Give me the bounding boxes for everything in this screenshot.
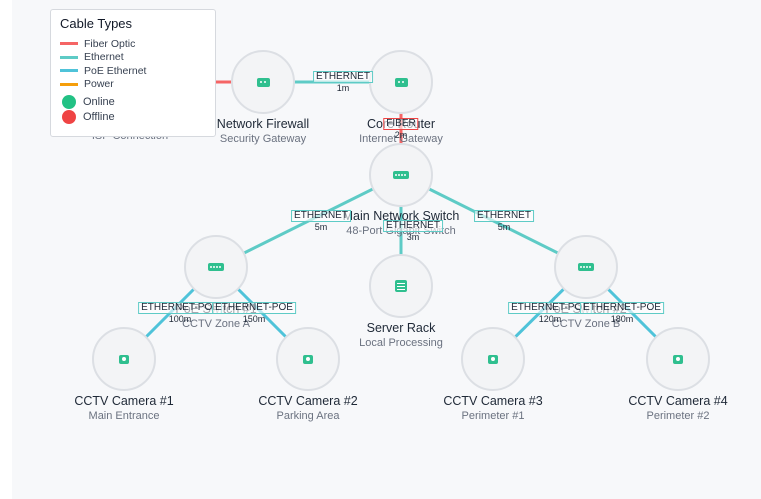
- poe-switch-icon: [208, 263, 224, 271]
- cable-type-label: ETHERNET: [474, 210, 534, 222]
- node-cam2[interactable]: [276, 327, 340, 391]
- camera-icon: [488, 354, 498, 364]
- node-title: CCTV Camera #1: [74, 394, 174, 408]
- legend-status-label: Offline: [83, 110, 115, 123]
- status-dot-icon: [62, 95, 76, 110]
- node-subtitle: CCTV Zone B: [551, 318, 621, 330]
- cable-type-label: ETHERNET-POE: [212, 302, 296, 314]
- cable-type-label: ETHERNET-POE: [508, 302, 592, 314]
- cable-type-label: ETHERNET-POE: [138, 302, 222, 314]
- node-title: CCTV Camera #2: [258, 394, 358, 408]
- cable-swatch: [60, 42, 78, 46]
- legend-cable-label: Power: [84, 78, 114, 91]
- firewall-icon: [256, 77, 270, 87]
- node-subtitle: Internet Gateway: [359, 133, 443, 145]
- node-subtitle: CCTV Zone A: [182, 318, 250, 330]
- node-label-cam2: CCTV Camera #2 Parking Area: [258, 394, 357, 423]
- camera-icon: [303, 354, 313, 364]
- node-server[interactable]: [369, 254, 433, 318]
- node-title: CCTV Camera #3: [443, 394, 543, 408]
- node-subtitle: Parking Area: [276, 410, 340, 422]
- node-subtitle: Perimeter #1: [461, 410, 525, 422]
- node-mainsw[interactable]: [369, 143, 433, 207]
- node-subtitle: Local Processing: [359, 337, 443, 349]
- cable-length-label: 120m: [538, 314, 562, 324]
- cable-length-label: 5m: [314, 222, 328, 232]
- node-cam4[interactable]: [646, 327, 710, 391]
- node-title: Main Network Switch: [342, 209, 460, 223]
- cable-length-label: 3m: [406, 232, 420, 242]
- router-icon: [394, 77, 408, 87]
- cable-length-label: 1m: [336, 83, 350, 93]
- cable-swatch: [60, 55, 78, 59]
- node-poe1[interactable]: [184, 235, 248, 299]
- poe-switch-icon: [578, 263, 594, 271]
- node-cam3[interactable]: [461, 327, 525, 391]
- cable-length-label: 2m: [394, 130, 408, 140]
- node-title: Network Firewall: [216, 117, 310, 131]
- cable-length-label: 5m: [497, 222, 511, 232]
- legend-status-item: Online: [60, 95, 206, 110]
- node-poe2[interactable]: [554, 235, 618, 299]
- node-label-cam1: CCTV Camera #1 Main Entrance: [74, 394, 173, 423]
- node-subtitle: Main Entrance: [88, 410, 160, 422]
- cable-swatch: [60, 69, 78, 73]
- cable-type-label: ETHERNET: [313, 71, 373, 83]
- legend-cable-label: PoE Ethernet: [84, 64, 147, 77]
- legend-cable-label: Fiber Optic: [84, 37, 136, 50]
- switch-icon: [393, 171, 409, 179]
- cable-length-label: 180m: [610, 314, 634, 324]
- legend-cable-label: Ethernet: [84, 51, 124, 64]
- legend-status-item: Offline: [60, 109, 206, 125]
- cable-type-label: ETHERNET-POE: [580, 302, 664, 314]
- server-icon: [395, 280, 407, 292]
- cable-type-label: ETHERNET: [291, 210, 351, 222]
- node-router[interactable]: [369, 50, 433, 114]
- status-dot-icon: [62, 109, 76, 124]
- legend-cable-item: PoE Ethernet: [60, 64, 206, 78]
- camera-icon: [119, 354, 129, 364]
- cable-type-label: ETHERNET: [383, 220, 443, 232]
- legend-cable-item: Ethernet: [60, 51, 206, 65]
- node-cam1[interactable]: [92, 327, 156, 391]
- legend-cable-item: Power: [60, 78, 206, 92]
- node-title: Server Rack: [366, 321, 436, 335]
- node-label-cam4: CCTV Camera #4 Perimeter #2: [628, 394, 727, 423]
- legend-cable-item: Fiber Optic: [60, 37, 206, 51]
- cable-swatch: [60, 82, 78, 86]
- cable-type-label: FIBER: [383, 118, 419, 130]
- cable-length-label: 100m: [168, 314, 192, 324]
- camera-icon: [673, 354, 683, 364]
- legend-status-label: Online: [83, 96, 115, 109]
- node-subtitle: Perimeter #2: [646, 410, 710, 422]
- node-firewall[interactable]: [231, 50, 295, 114]
- node-subtitle: Security Gateway: [219, 133, 307, 145]
- node-title: CCTV Camera #4: [628, 394, 728, 408]
- cable-length-label: 150m: [242, 314, 266, 324]
- node-label-cam3: CCTV Camera #3 Perimeter #1: [443, 394, 542, 423]
- legend-title: Cable Types: [60, 16, 133, 31]
